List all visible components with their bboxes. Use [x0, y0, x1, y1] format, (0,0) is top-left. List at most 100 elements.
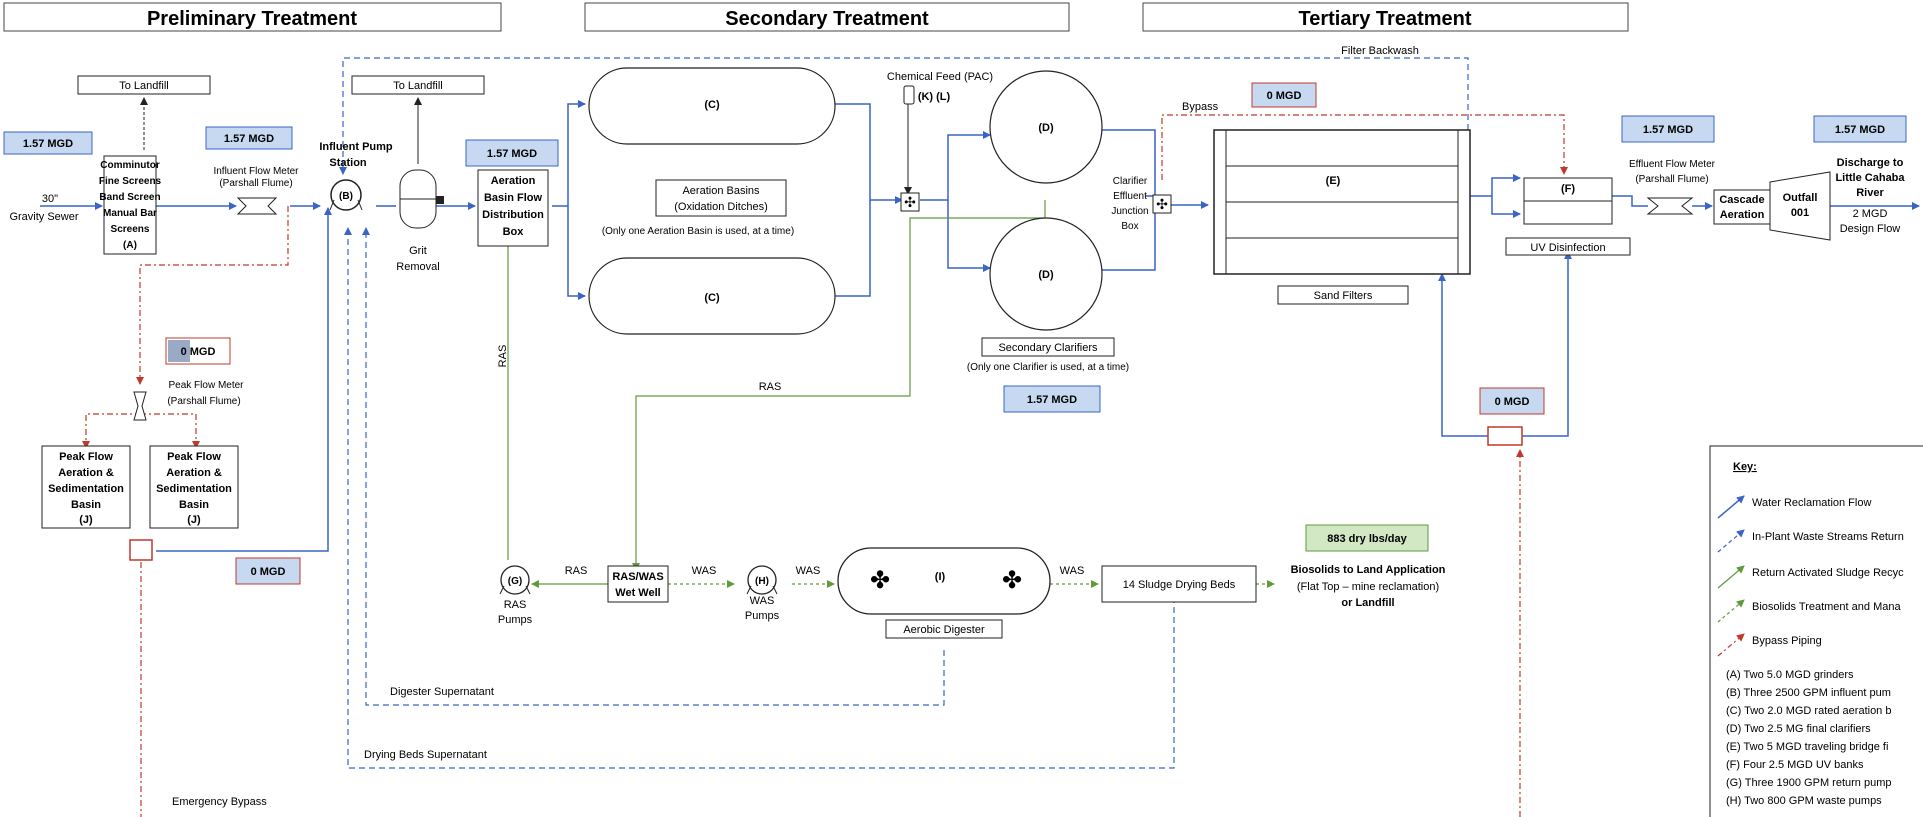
svg-text:✣: ✣ — [1156, 196, 1168, 212]
chemical-feed: Chemical Feed (PAC) (K) (L) — [887, 71, 993, 105]
svg-text:Pumps: Pumps — [498, 614, 533, 626]
svg-text:(C): (C) — [704, 99, 720, 111]
bypass-lines — [82, 114, 1568, 817]
svg-text:Clarifier: Clarifier — [1113, 176, 1148, 187]
emergency-bypass-label: Emergency Bypass — [172, 796, 267, 808]
svg-text:(Only one Aeration Basin is us: (Only one Aeration Basin is used, at a t… — [602, 226, 794, 237]
svg-text:1.57 MGD: 1.57 MGD — [1027, 394, 1077, 406]
header-secondary: Secondary Treatment — [584, 2, 1070, 32]
svg-text:Outfall: Outfall — [1783, 192, 1818, 204]
svg-text:(J): (J) — [79, 514, 93, 526]
aerobic-digester: ✤ ✤ (I) Aerobic Digester — [837, 547, 1051, 639]
clarifier-d2: (D) — [989, 217, 1103, 331]
svg-text:(C) Two 2.0 MGD rated aerat: (C) Two 2.0 MGD rated aeration b — [1726, 705, 1891, 717]
svg-text:0 MGD: 0 MGD — [251, 566, 286, 578]
svg-text:Biosolids Treatment and Mana: Biosolids Treatment and Mana — [1752, 601, 1901, 613]
comminutor-box: Comminutor Fine Screens Band Screen Manu… — [99, 155, 162, 255]
svg-text:Sand Filters: Sand Filters — [1314, 290, 1373, 302]
svg-text:RAS/WAS: RAS/WAS — [612, 571, 663, 583]
influent-pump-station: Influent Pump Station (B) — [319, 141, 393, 211]
ras-was-wet-well: RAS/WAS Wet Well — [607, 565, 669, 603]
svg-text:(D): (D) — [1038, 122, 1054, 134]
svg-text:(B): (B) — [339, 191, 353, 202]
svg-text:(C): (C) — [704, 292, 720, 304]
peak-basin-2: Peak Flow Aeration & Sedimentation Basin… — [149, 445, 239, 529]
flow-box-1: 1.57 MGD — [3, 131, 93, 155]
aeration-distribution-box: Aeration Basin Flow Distribution Box — [477, 169, 549, 247]
svg-text:(H) Two 800 GPM waste pumps: (H) Two 800 GPM waste pumps — [1726, 795, 1882, 807]
svg-text:Tertiary Treatment: Tertiary Treatment — [1298, 8, 1471, 30]
waste-return-lines — [339, 57, 1469, 769]
svg-text:Influent Flow Meter: Influent Flow Meter — [213, 166, 299, 177]
svg-text:Screens: Screens — [111, 224, 150, 235]
ras-vertical-label: RAS — [497, 345, 509, 368]
svg-text:Basin: Basin — [71, 499, 101, 511]
aeration-basin-c1: (C) — [588, 67, 836, 145]
aeration-basins-label: Aeration Basins (Oxidation Ditches) (Onl… — [602, 179, 794, 237]
svg-text:Gravity Sewer: Gravity Sewer — [9, 211, 78, 223]
svg-text:✣: ✣ — [904, 194, 916, 210]
svg-text:Little Cahaba: Little Cahaba — [1835, 172, 1905, 184]
flow-box-8: 1.57 MGD — [1621, 115, 1715, 143]
svg-text:Aeration &: Aeration & — [166, 467, 222, 479]
peak-flow-meter: Peak Flow Meter (Parshall Flume) — [133, 380, 244, 421]
svg-text:1.57 MGD: 1.57 MGD — [1835, 124, 1885, 136]
uv-bypass-valve — [1487, 426, 1523, 446]
discharge-label: Discharge to Little Cahaba River 2 MGD D… — [1835, 157, 1905, 235]
svg-text:Effluent: Effluent — [1113, 191, 1147, 202]
svg-text:Aeration &: Aeration & — [58, 467, 114, 479]
flow-box-5: 0 MGD — [235, 557, 301, 585]
svg-text:To Landfill: To Landfill — [119, 80, 169, 92]
flow-box-10: 0 MGD — [1479, 387, 1545, 415]
svg-text:14 Sludge Drying Beds: 14 Sludge Drying Beds — [1123, 579, 1236, 591]
svg-text:Station: Station — [329, 157, 367, 169]
to-landfill-box-1: To Landfill — [77, 75, 211, 95]
svg-text:RAS: RAS — [504, 599, 527, 611]
svg-text:(D): (D) — [1038, 269, 1054, 281]
svg-text:Sedimentation: Sedimentation — [48, 483, 124, 495]
svg-text:(J): (J) — [187, 514, 201, 526]
influent-flow-meter: Influent Flow Meter (Parshall Flume) — [213, 166, 299, 215]
svg-text:1.57 MGD: 1.57 MGD — [1643, 124, 1693, 136]
flow-box-6: 0 MGD — [1251, 82, 1317, 108]
svg-text:0 MGD: 0 MGD — [181, 346, 216, 358]
svg-text:Chemical Feed (PAC): Chemical Feed (PAC) — [887, 71, 993, 83]
svg-text:Box: Box — [503, 226, 525, 238]
svg-text:(A) Two 5.0 MGD grinders: (A) Two 5.0 MGD grinders — [1726, 669, 1854, 681]
ras-lines — [504, 200, 1046, 588]
peak-basin-1: Peak Flow Aeration & Sedimentation Basin… — [41, 445, 131, 529]
svg-text:001: 001 — [1791, 207, 1809, 219]
water-flow-lines — [40, 100, 1920, 552]
svg-text:UV Disinfection: UV Disinfection — [1530, 242, 1605, 254]
svg-text:✤: ✤ — [870, 567, 890, 594]
svg-text:(I): (I) — [935, 571, 946, 583]
svg-text:To Landfill: To Landfill — [393, 80, 443, 92]
was-label-1: WAS — [692, 565, 717, 577]
svg-text:(Only one Clarifier is used, a: (Only one Clarifier is used, at a time) — [967, 362, 1129, 373]
svg-text:(Oxidation Ditches): (Oxidation Ditches) — [674, 201, 768, 213]
svg-text:or Landfill: or Landfill — [1341, 597, 1394, 609]
mixing-box-1: ✣ — [900, 192, 920, 212]
gravity-sewer-label: 30" Gravity Sewer — [9, 193, 78, 223]
svg-text:(F): (F) — [1561, 183, 1575, 195]
svg-text:WAS: WAS — [750, 595, 775, 607]
svg-text:Secondary Clarifiers: Secondary Clarifiers — [998, 342, 1098, 354]
svg-text:(A): (A) — [123, 240, 137, 251]
svg-text:Manual Bar: Manual Bar — [103, 208, 157, 219]
svg-text:Basin Flow: Basin Flow — [484, 192, 543, 204]
svg-text:Return Activated Sludge Recyc: Return Activated Sludge Recyc — [1752, 567, 1904, 579]
svg-text:Influent Pump: Influent Pump — [319, 141, 393, 153]
svg-text:Water Reclamation Flow: Water Reclamation Flow — [1752, 497, 1871, 509]
effluent-flow-meter: Effluent Flow Meter (Parshall Flume) — [1629, 159, 1716, 215]
emergency-valve — [129, 539, 153, 561]
svg-text:Peak Flow Meter: Peak Flow Meter — [168, 380, 244, 391]
svg-text:(Flat Top – mine reclamation): (Flat Top – mine reclamation) — [1297, 581, 1439, 593]
uv-disinfection: (F) UV Disinfection — [1505, 177, 1631, 256]
digester-supernatant-label: Digester Supernatant — [390, 686, 494, 698]
sand-filters: (E) Sand Filters — [1213, 129, 1471, 305]
svg-text:Sedimentation: Sedimentation — [156, 483, 232, 495]
svg-text:Effluent Flow Meter: Effluent Flow Meter — [1629, 159, 1716, 170]
svg-text:Box: Box — [1121, 221, 1138, 232]
svg-text:Wet Well: Wet Well — [615, 587, 660, 599]
